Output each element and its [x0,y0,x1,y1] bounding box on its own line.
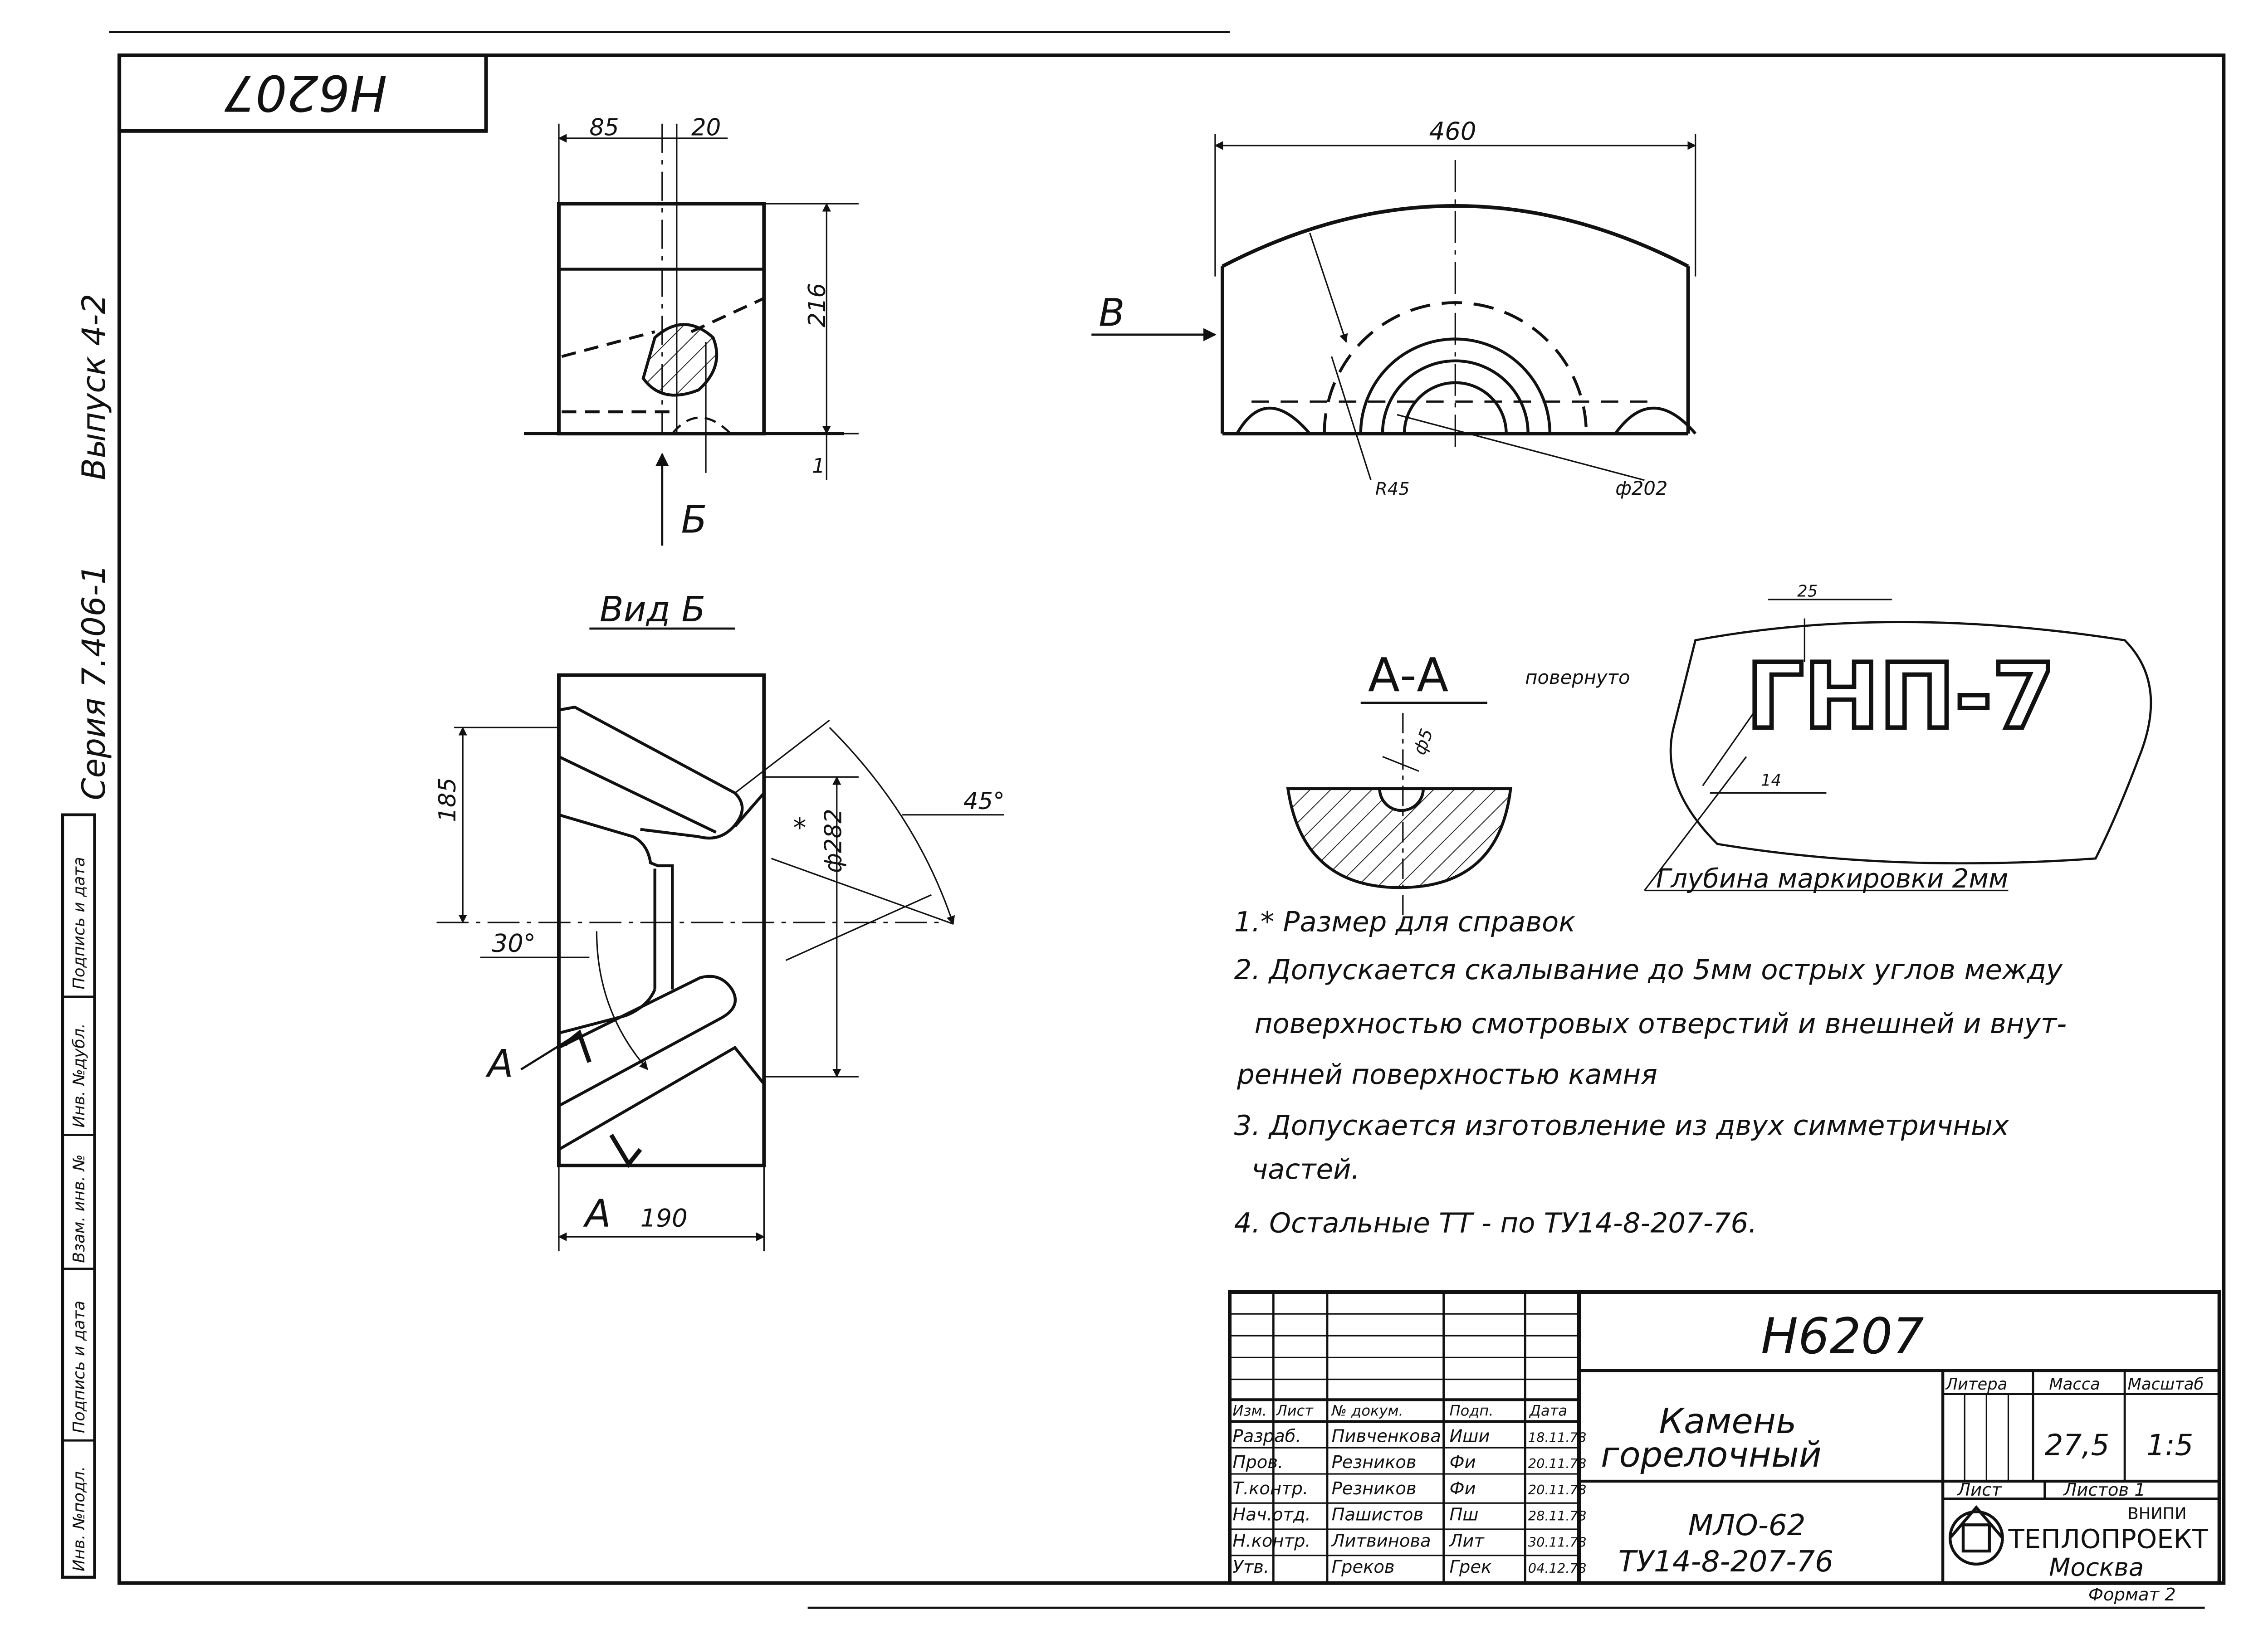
tb-row-sign: Пш [1449,1505,1478,1525]
view-b-dim-185: 185 [434,778,461,822]
note-line-6: частей. [1251,1153,1360,1185]
tb-material-1: МЛО-62 [1688,1508,1806,1542]
front-dim-216: 216 [804,283,831,327]
note-line-7: 4. Остальные ТТ - по ТУ14-8-207-76. [1234,1207,1757,1239]
view-b-angle-45: 45° [963,788,1005,815]
tb-sheets: Листов 1 [2063,1480,2145,1500]
tb-h-list: Лист [1276,1402,1314,1419]
top-dim-460: 460 [1429,117,1476,146]
tb-row-date: 20.11.78 [1528,1482,1587,1497]
tb-org-city: Москва [2049,1553,2144,1582]
view-b-dim-190: 190 [640,1204,688,1233]
section-mark-top: А [485,1042,513,1086]
side-strip: Серия 7.406-1 Выпуск 4-2 Подпись и дата … [61,294,112,1579]
tb-row-role: Пров. [1232,1452,1283,1473]
tb-h-sign: Подп. [1449,1402,1493,1419]
tb-org-name: ТЕПЛОПРОЕКТ [2008,1524,2208,1555]
front-dim-20: 20 [691,114,721,141]
tb-row-date: 04.12.78 [1528,1561,1587,1576]
side-col-4: Инв. №дубл. [70,1023,88,1127]
section-title: А-А [1368,649,1449,702]
tb-col-mass: Масса [2049,1375,2100,1394]
view-b-angle-30: 30° [492,928,536,957]
tb-row-role: Н.контр. [1232,1531,1310,1551]
marking-detail [1644,599,2152,892]
title-block [1228,1290,2221,1585]
tb-row-date: 28.11.78 [1528,1508,1587,1524]
tb-row-sign: Фи [1449,1478,1476,1499]
marking-text: ГНП-7 [1746,644,2055,749]
note-line-2: 2. Допускается скалывание до 5мм острых … [1234,954,2063,986]
note-line-1: 1.* Размер для справок [1234,906,1576,938]
top-view [1091,134,1697,481]
front-arrow-label: Б [681,498,707,541]
section-mark-bottom: А [583,1192,611,1236]
note-line-4: ренней поверхностью камня [1237,1058,1657,1091]
tb-row-sign: Грек [1449,1557,1491,1577]
side-issue: Выпуск 4-2 [75,294,112,480]
sheet-frame [109,31,2226,1609]
note-line-3: поверхностью смотровых отверстий и внешн… [1255,1008,2067,1040]
tb-h-date: Дата [1529,1402,1567,1419]
tb-row-name: Резников [1332,1452,1417,1473]
tb-mass: 27,5 [2045,1428,2110,1462]
side-col-2: Подпись и дата [70,1301,88,1433]
tb-format: Формат 2 [2088,1585,2176,1605]
tb-header: Изм. Лист № докум. Подп. Дата [1232,1402,1567,1419]
tb-row-role: Нач.отд. [1232,1505,1310,1525]
side-col-3: Взам. инв. № [70,1154,88,1263]
technical-notes: 1.* Размер для справок 2. Допускается ск… [1234,906,2067,1239]
front-dim-85: 85 [589,114,619,141]
front-view [523,123,859,546]
tb-row-role: Утв. [1232,1557,1269,1577]
marking-dim-14: 14 [1761,771,1781,790]
tb-row-name: Пашистов [1332,1505,1424,1525]
section-a-a [1286,713,1512,917]
view-b-dim-mark: * [793,812,807,843]
marking-depth: Глубина маркировки 2мм [1656,863,2008,894]
tb-scale: 1:5 [2146,1428,2193,1462]
view-b-dim-282: ф282 [820,809,847,873]
tb-designation: Н6207 [1761,1307,1924,1365]
tb-sheet: Лист [1956,1480,2002,1500]
tb-col-scale: Масштаб [2128,1375,2204,1394]
tb-row-role: Т.контр. [1232,1478,1308,1499]
tb-row-date: 18.11.78 [1528,1429,1587,1445]
tb-row-role: Разраб. [1232,1426,1301,1446]
tb-row-name: Пивченкова [1332,1426,1441,1446]
side-series: Серия 7.406-1 [75,564,112,800]
tb-row-name: Резников [1332,1478,1417,1499]
side-col-1: Инв. №подл. [70,1466,88,1571]
tb-name-2: горелочный [1601,1435,1822,1475]
rotated-designation: Н6207 [224,64,387,122]
tb-row-date: 20.11.78 [1528,1456,1587,1471]
tb-row-date: 30.11.78 [1528,1534,1587,1550]
tb-h-izm: Изм. [1232,1402,1266,1419]
tb-row-name: Греков [1332,1557,1395,1577]
tb-row-sign: Иши [1449,1426,1490,1446]
marking-dim-25: 25 [1797,582,1818,600]
front-dim-1: 1 [812,454,825,478]
side-col-5: Подпись и дата [70,857,88,989]
tb-org-top: ВНИПИ [2128,1505,2187,1523]
tb-material-2: ТУ14-8-207-76 [1618,1545,1833,1579]
top-dim-r45: R45 [1375,479,1410,499]
tb-row-sign: Лит [1448,1531,1485,1551]
tb-row-sign: Фи [1449,1452,1476,1473]
tb-h-doc: № докум. [1331,1402,1403,1419]
view-b [436,673,1004,1252]
top-arrow-label: В [1099,291,1124,335]
note-line-5: 3. Допускается изготовление из двух симм… [1234,1110,2009,1142]
tb-name-1: Камень [1659,1401,1796,1442]
tb-col-litera: Литера [1945,1375,2008,1394]
top-dim-d202: ф202 [1615,477,1667,499]
view-b-title: Вид Б [600,590,705,630]
section-note: повернуто [1525,666,1630,688]
tb-row-name: Литвинова [1331,1531,1431,1551]
section-dim: ф5 [1409,726,1437,757]
